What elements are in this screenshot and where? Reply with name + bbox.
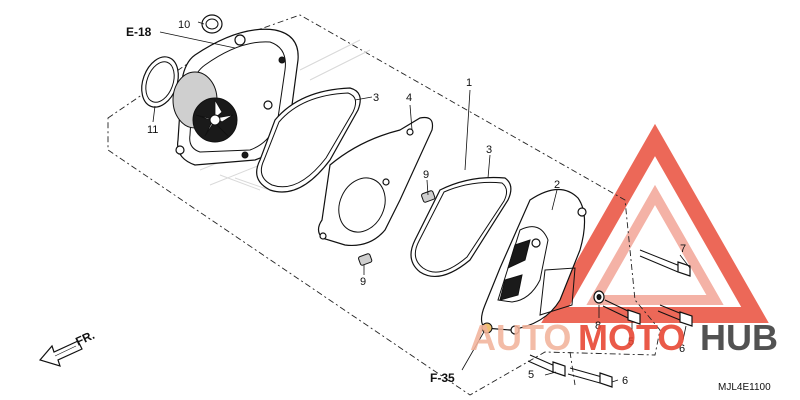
gasket-3-upper <box>256 87 361 193</box>
callout-6-bottom: 6 <box>622 375 628 387</box>
callout-4: 4 <box>406 92 412 104</box>
callout-5-bottom: 5 <box>528 369 534 381</box>
bolt-6-bottom <box>567 367 613 388</box>
callout-6-right: 6 <box>679 343 685 355</box>
callout-5-right: 5 <box>628 336 634 348</box>
water-pump-housing <box>172 28 299 166</box>
gasket-3-lower <box>410 176 512 278</box>
watermark-hub: HUB <box>700 317 778 358</box>
o-ring-10 <box>201 14 223 34</box>
callout-8: 8 <box>595 320 601 332</box>
dowel-pin-9-upper <box>421 190 436 203</box>
bolt-5-right <box>602 299 641 325</box>
diagram-code: MJL4E1100 <box>718 382 771 393</box>
bolt-7 <box>639 249 691 277</box>
callout-11: 11 <box>147 124 158 136</box>
cover-plate-4 <box>317 116 434 247</box>
leader-lines <box>152 21 691 383</box>
watermark-auto: AUTO <box>470 317 571 358</box>
callout-3-upper: 3 <box>373 92 379 104</box>
dowel-pin-9-lower <box>358 253 373 266</box>
callout-2: 2 <box>554 179 560 191</box>
callout-9-lower: 9 <box>360 276 366 288</box>
pump-cover-2 <box>480 188 587 335</box>
watermark-logo <box>541 123 769 323</box>
callout-1: 1 <box>466 77 472 89</box>
callout-7: 7 <box>680 243 686 255</box>
bolt-6-right <box>657 304 693 327</box>
ref-e18: E-18 <box>126 25 152 39</box>
bolt-5-bottom <box>527 354 566 377</box>
watermark-text: AUTO MOTO HUB <box>470 317 778 358</box>
callout-9-upper: 9 <box>423 169 429 181</box>
callout-10: 10 <box>178 19 190 31</box>
watermark-moto: MOTO <box>578 317 685 358</box>
callout-3-lower: 3 <box>486 144 492 156</box>
front-arrow-label: FR. <box>73 328 96 349</box>
front-arrow-icon <box>38 340 83 367</box>
ref-f35: F-35 <box>430 371 455 385</box>
